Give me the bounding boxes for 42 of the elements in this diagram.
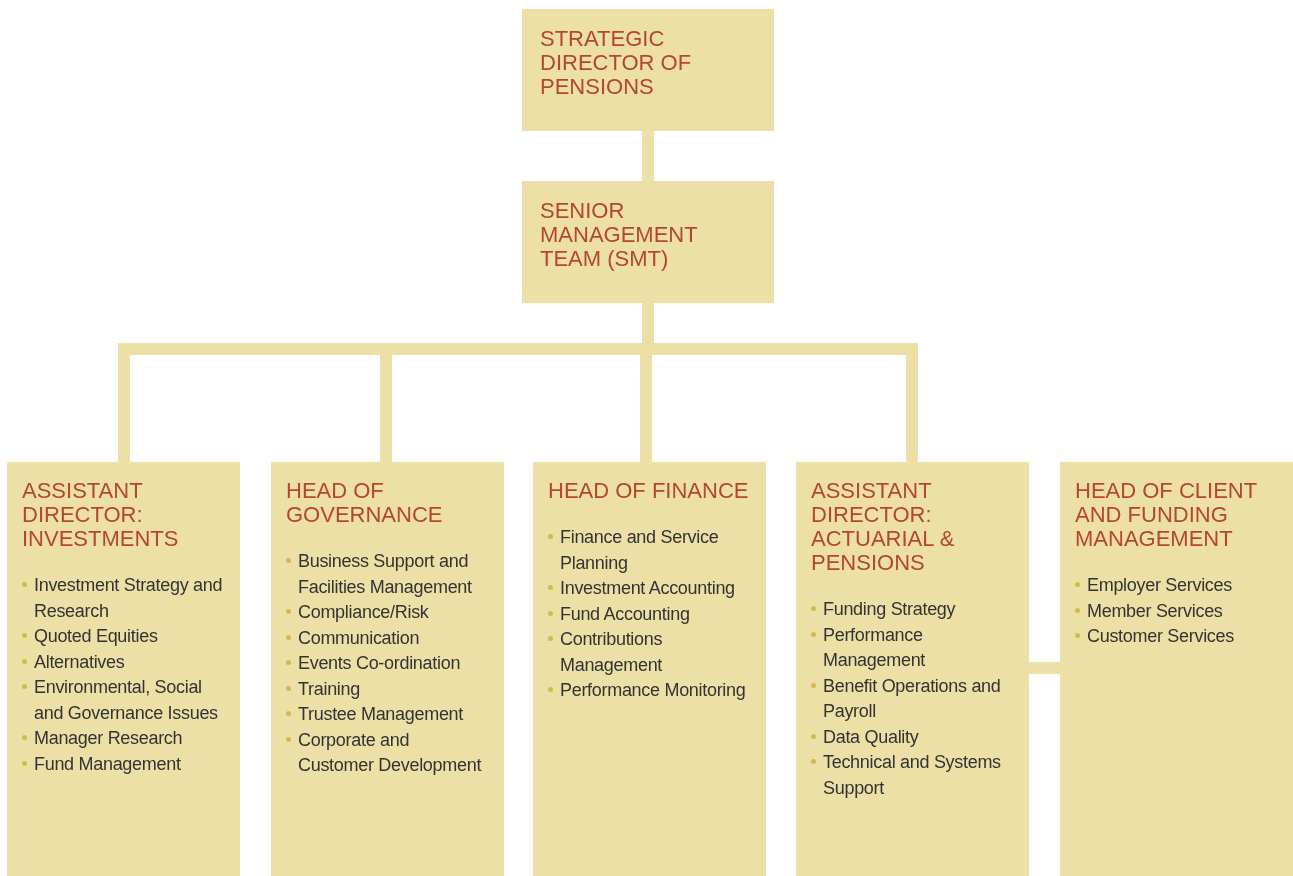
responsibility-item: Fund Accounting: [560, 602, 690, 626]
responsibility-item: Performance Management: [823, 623, 927, 672]
responsibility-item: Manager Research: [34, 727, 183, 750]
responsibility-item: Events Co-ordination: [298, 652, 461, 675]
role-title: ASSISTANT DIRECTOR: ACTUARIAL & PENSIONS: [811, 479, 956, 575]
role-title: HEAD OF FINANCE: [548, 479, 750, 503]
connector-line: [642, 131, 654, 181]
role-title: HEAD OF GOVERNANCE: [286, 479, 444, 527]
department-box: [533, 462, 766, 876]
responsibility-item: Technical and Systems Support: [823, 751, 1002, 800]
responsibility-item: Customer Services: [1087, 625, 1234, 648]
responsibility-item: Performance Monitoring: [560, 679, 746, 702]
role-title: ASSISTANT DIRECTOR: INVESTMENTS: [22, 479, 180, 551]
role-title: HEAD OF CLIENT AND FUNDING MANAGEMENT: [1075, 479, 1258, 551]
responsibility-item: Contributions Management: [560, 628, 664, 677]
department-box: [7, 462, 240, 876]
responsibility-item: Quoted Equities: [34, 625, 158, 648]
responsibility-item: Compliance/Risk: [298, 601, 429, 624]
role-box: [522, 181, 774, 303]
department-box: [271, 462, 504, 876]
responsibility-item: Fund Management: [34, 752, 181, 776]
responsibility-item: Data Quality: [823, 725, 919, 749]
department-box: [796, 462, 1029, 876]
department-box: [1060, 462, 1293, 876]
responsibility-item: Member Services: [1087, 599, 1223, 623]
responsibility-item: Trustee Management: [298, 703, 464, 726]
responsibility-item: Environmental, Social and Governance Issues: [34, 676, 219, 725]
responsibility-item: Business Support and Facilities Management: [298, 550, 473, 599]
responsibility-item: Funding Strategy: [823, 598, 956, 621]
responsibility-item: Benefit Operations and Payroll: [823, 674, 1002, 723]
responsibility-item: Corporate and Customer Development: [298, 728, 483, 777]
responsibility-item: Investment Accounting: [560, 577, 735, 600]
role-title: SENIOR MANAGEMENT TEAM (SMT): [540, 199, 699, 271]
responsibility-item: Investment Strategy and Research: [34, 574, 224, 623]
responsibility-item: Communication: [298, 626, 420, 650]
responsibility-item: Employer Services: [1087, 574, 1232, 597]
role-title: STRATEGIC DIRECTOR OF PENSIONS: [540, 27, 693, 99]
responsibility-item: Training: [298, 677, 360, 701]
role-box: [522, 9, 774, 131]
responsibility-item: Finance and Service Planning: [560, 526, 720, 575]
responsibility-item: Alternatives: [34, 650, 125, 674]
connector-line: [1029, 662, 1060, 674]
